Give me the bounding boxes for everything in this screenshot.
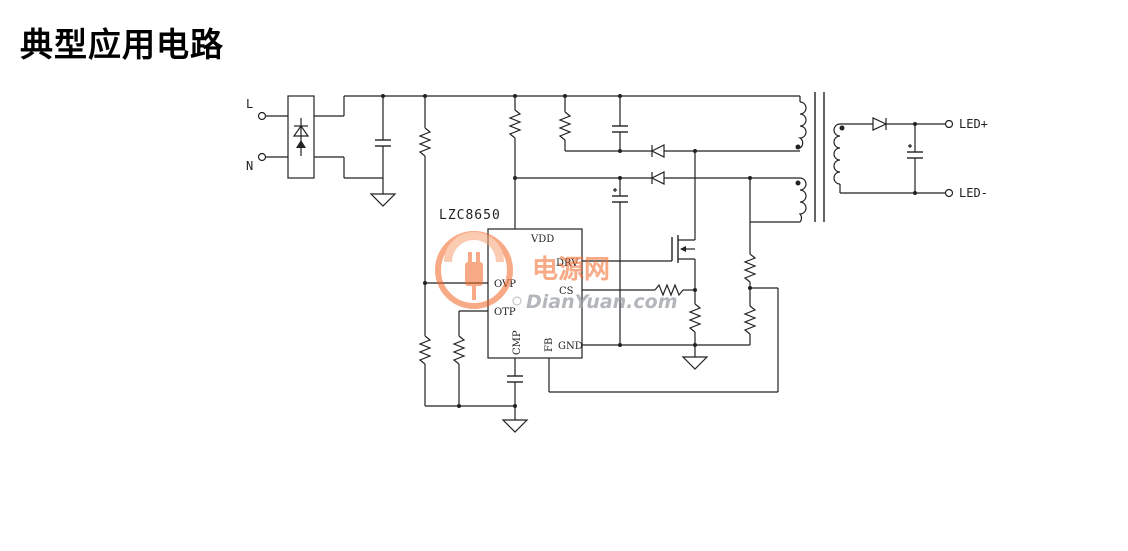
vdd-capacitor [612,178,628,345]
ground-symbol [369,193,397,207]
pin-cmp: CMP [512,330,523,355]
cs-resistor [582,283,697,297]
watermark: 电源网 DianYuan.com [435,231,678,313]
transformer-primary [795,96,807,150]
bridge-rectifier [287,95,345,179]
vdd-resistor [508,96,522,229]
watermark-site: DianYuan.com [526,291,678,313]
watermark-brand: 电源网 [532,255,610,285]
terminal-n [257,152,267,162]
ground-symbol [681,356,709,370]
pin-fb: FB [544,338,555,352]
terminal-l [257,111,267,121]
pin-vdd: VDD [530,234,554,245]
terminal-led-pos [944,119,954,129]
plug-logo-icon [435,231,513,309]
input-terminals: L N [246,97,288,173]
snubber-network [558,96,800,158]
terminal-led-neg [944,188,954,198]
label-led-pos: LED+ [959,117,988,131]
page-title: 典型应用电路 [20,25,224,64]
output-diode [872,117,945,131]
ground-symbol [501,419,529,433]
input-capacitor [375,96,391,194]
otp-resistor [452,310,488,406]
terminal-label-l: L [246,97,253,111]
pin-cs: CS [559,286,574,297]
ic-part-number: LZC8650 [439,208,501,223]
transformer-secondary [833,123,945,194]
pin-otp: OTP [494,307,516,318]
pin-gnd: GND [558,341,583,352]
fb-resistor-divider [548,178,779,393]
pin-drv: DRV [556,258,579,269]
power-mosfet [582,151,696,290]
label-led-neg: LED- [959,186,988,200]
terminal-label-n: N [246,159,253,173]
cmp-capacitor [507,358,523,406]
transformer-auxiliary [513,171,807,223]
output-capacitor [907,122,923,195]
output-terminals: LED+ LED- [944,117,988,200]
